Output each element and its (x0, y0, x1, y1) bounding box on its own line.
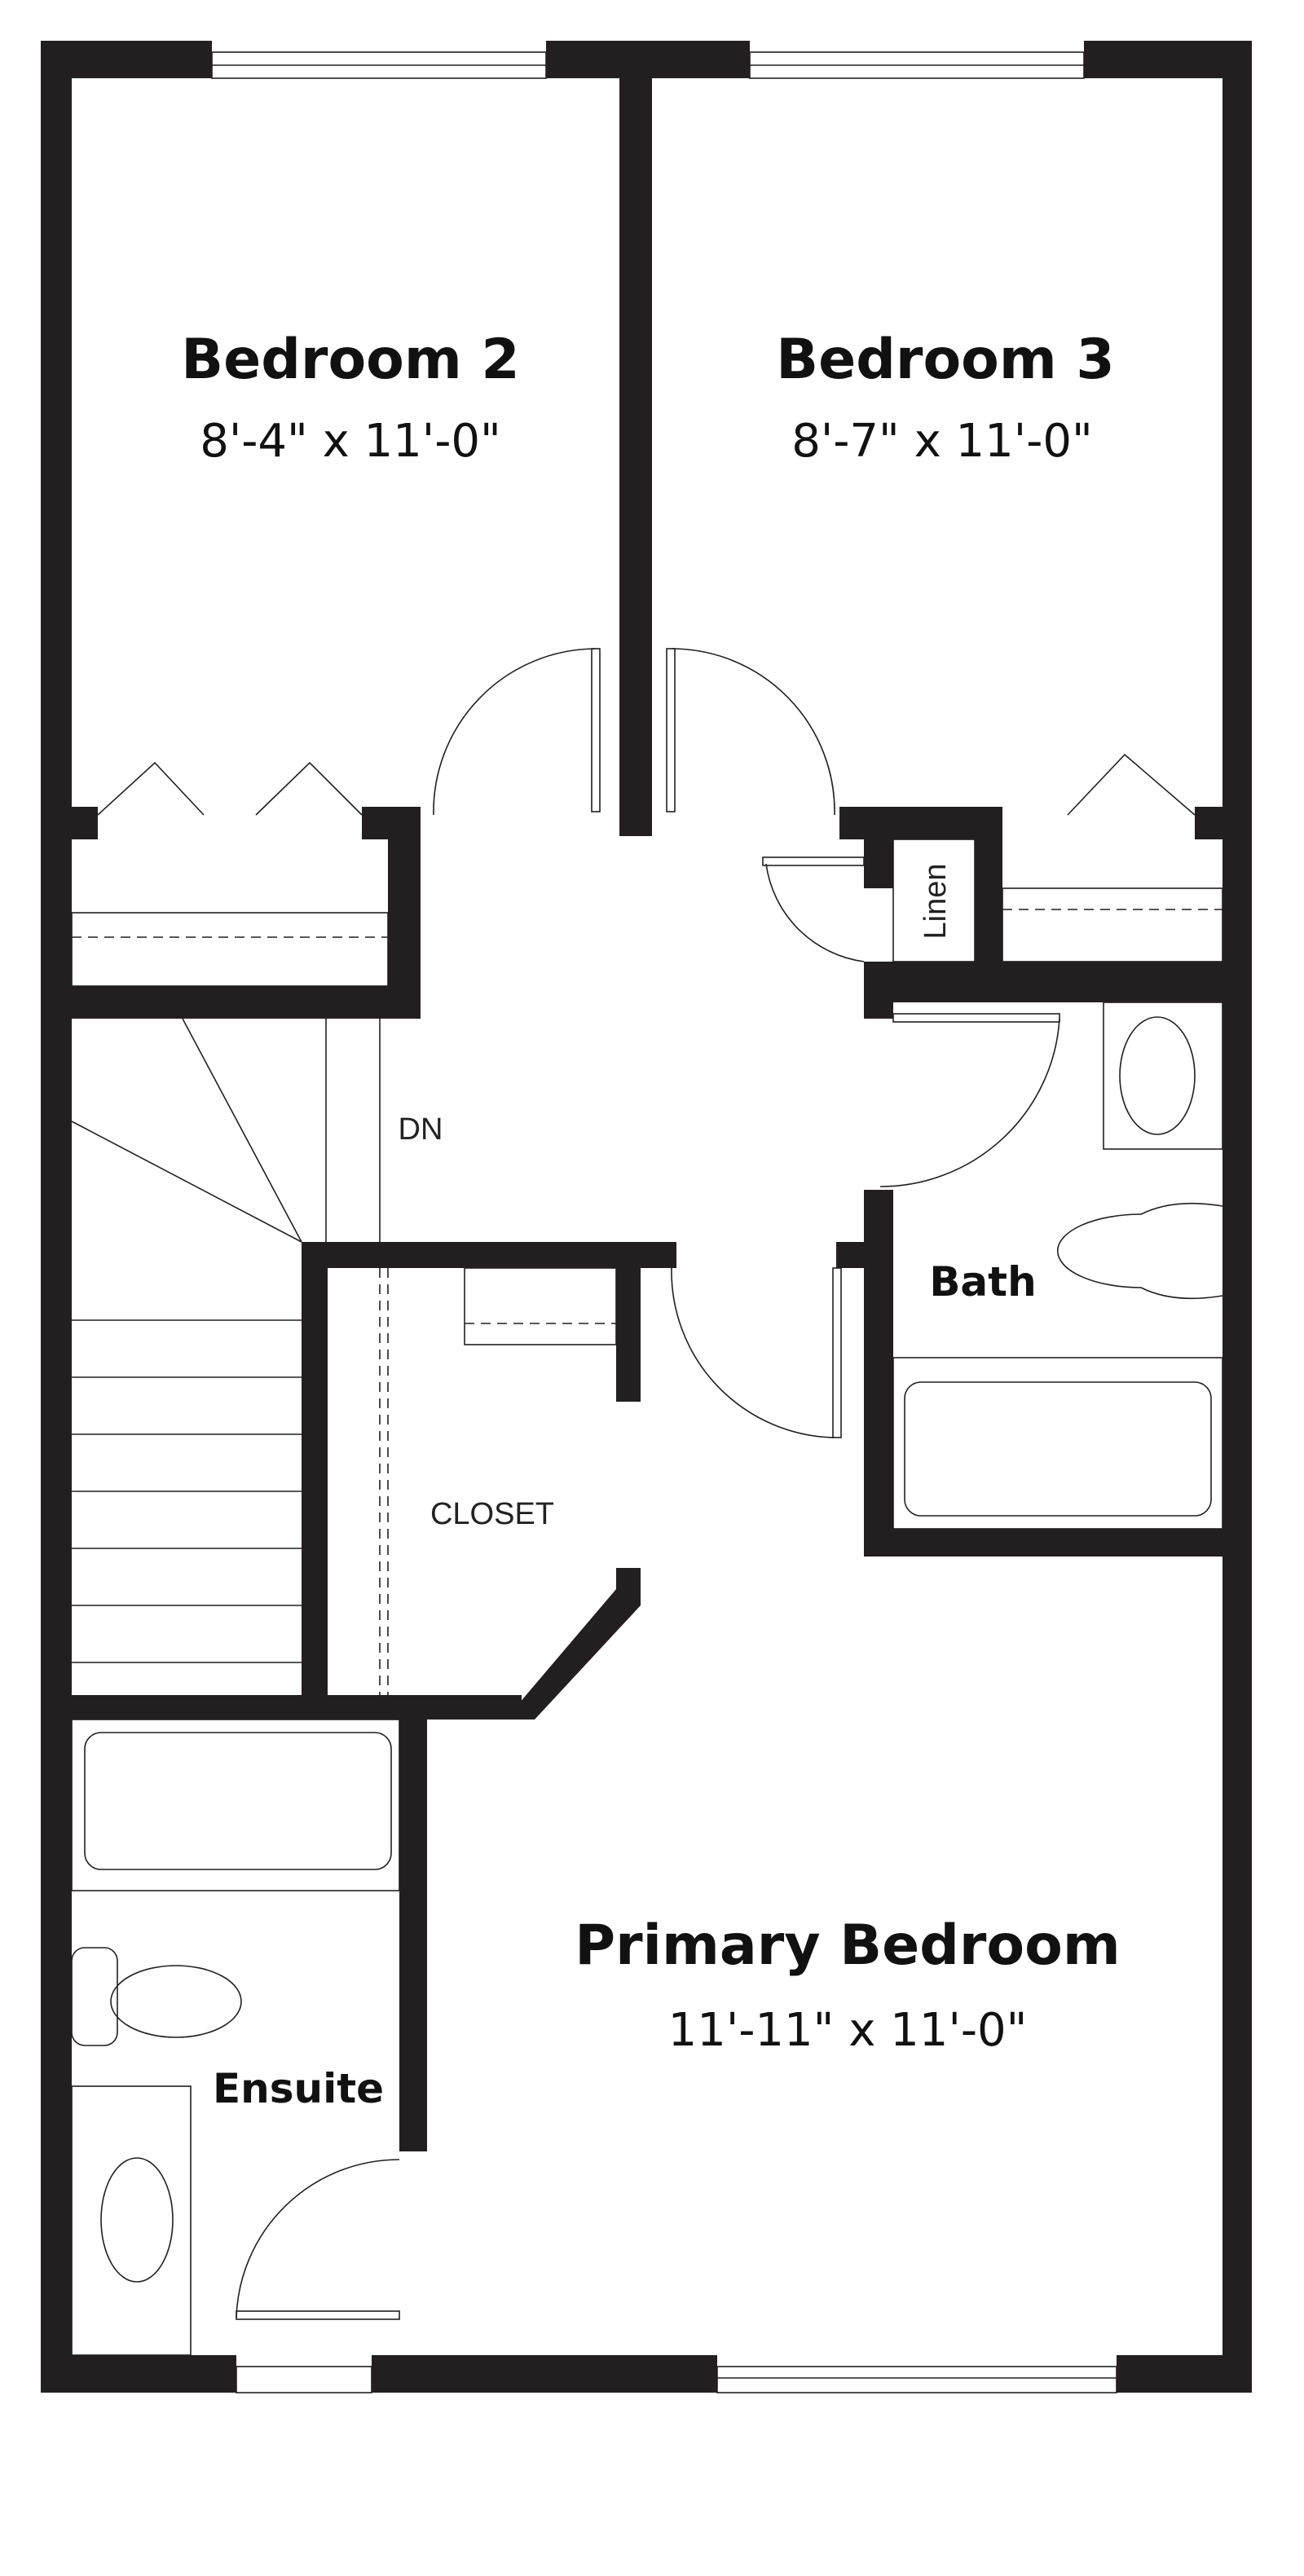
room-name-bedroom-3: Bedroom 3 (776, 328, 1114, 392)
room-dimensions-primary-bedroom: 11'-11" x 11'-0" (668, 2004, 1028, 2057)
room-name-primary-bedroom: Primary Bedroom (575, 1913, 1120, 1978)
stairs[interactable] (71, 1018, 381, 1663)
room-dimensions-bedroom-2: 8'-4" x 11'-0" (200, 415, 501, 468)
bath-fixtures (71, 1002, 1223, 2356)
windows (211, 51, 1117, 2393)
closet-label: CLOSET (430, 1497, 554, 1531)
linen-label: Linen (919, 864, 953, 940)
room-dimensions-bedroom-3: 8'-7" x 11'-0" (791, 415, 1093, 468)
closets (71, 753, 1223, 1695)
stairs-down-label: DN (399, 1112, 443, 1147)
exterior-walls (41, 41, 1252, 2393)
interior-walls (72, 78, 1222, 2151)
room-name-bedroom-2: Bedroom 2 (181, 328, 519, 392)
bath-label: Bath (929, 1258, 1036, 1306)
ensuite-label: Ensuite (213, 2065, 384, 2112)
room-labels: Bedroom 2 8'-4" x 11'-0" Bedroom 3 8'-7"… (181, 328, 1120, 2112)
doors (236, 648, 1060, 2320)
